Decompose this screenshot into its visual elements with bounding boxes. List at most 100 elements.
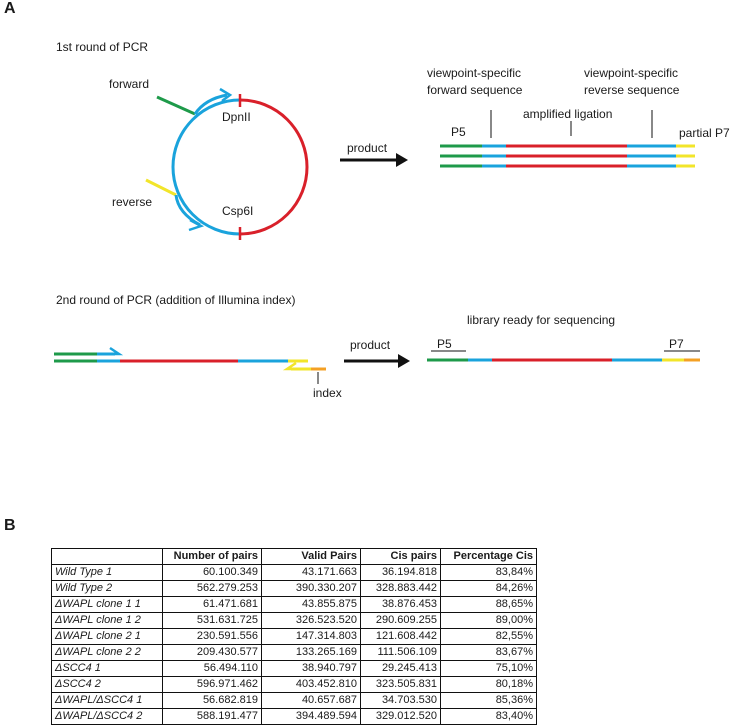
cis-pairs-cell: 121.608.442 — [360, 628, 441, 645]
forward-primer-tail — [156, 95, 196, 116]
number-of-pairs-cell: 56.494.110 — [162, 660, 262, 677]
percentage-cis-cell: 80,18% — [440, 676, 537, 693]
number-of-pairs-cell: 209.430.577 — [162, 644, 262, 661]
round2-top-strand — [54, 346, 124, 356]
round2-title: 2nd round of PCR (addition of Illumina i… — [56, 293, 296, 307]
table-row: ΔWAPL clone 1 1 61.471.681 43.855.875 38… — [51, 596, 537, 613]
number-of-pairs-cell: 60.100.349 — [162, 564, 262, 581]
percentage-cis-cell: 89,00% — [440, 612, 537, 629]
vp-reverse-label-line2: reverse sequence — [584, 83, 680, 97]
cis-pairs-cell: 38.876.453 — [360, 596, 441, 613]
percentage-cis-cell: 88,65% — [440, 596, 537, 613]
number-of-pairs-cell: 230.591.556 — [162, 628, 262, 645]
circle-blue-arc — [171, 98, 241, 236]
valid-pairs-cell: 326.523.520 — [261, 612, 361, 629]
percentage-cis-cell: 84,26% — [440, 580, 537, 597]
percentage-cis-cell: 83,84% — [440, 564, 537, 581]
number-of-pairs-cell: 531.631.725 — [162, 612, 262, 629]
p5-label-round1: P5 — [451, 125, 466, 139]
table-row: ΔWAPL clone 2 2 209.430.577 133.265.169 … — [51, 644, 537, 661]
cis-pairs-cell: 323.505.831 — [360, 676, 441, 693]
panel-a-letter: A — [4, 0, 16, 17]
header-cell: Percentage Cis — [440, 548, 537, 565]
number-of-pairs-cell: 596.971.462 — [162, 676, 262, 693]
sample-name-cell: ΔWAPL clone 1 1 — [51, 596, 163, 613]
sample-name-cell: ΔSCC4 2 — [51, 676, 163, 693]
round1-title: 1st round of PCR — [56, 40, 149, 54]
valid-pairs-cell: 40.657.687 — [261, 692, 361, 709]
cis-pairs-cell: 29.245.413 — [360, 660, 441, 677]
valid-pairs-cell: 147.314.803 — [261, 628, 361, 645]
sample-name-cell: Wild Type 1 — [51, 564, 163, 581]
sample-name-cell: ΔWAPL clone 1 2 — [51, 612, 163, 629]
cis-pairs-cell: 329.012.520 — [360, 708, 441, 725]
table-row: ΔWAPL/ΔSCC4 2 588.191.477 394.489.594 32… — [51, 708, 537, 725]
panel-b-letter: B — [4, 517, 16, 534]
number-of-pairs-cell: 56.682.819 — [162, 692, 262, 709]
vp-forward-label-line1: viewpoint-specific — [427, 66, 522, 80]
table-row: Wild Type 1 60.100.349 43.171.663 36.194… — [51, 564, 537, 581]
forward-primer-label: forward — [109, 77, 150, 91]
round2-reverse-arrowhead — [282, 361, 297, 371]
number-of-pairs-cell: 588.191.477 — [162, 708, 262, 725]
reverse-primer-label: reverse — [112, 195, 153, 209]
valid-pairs-cell: 403.452.810 — [261, 676, 361, 693]
header-cell: Number of pairs — [162, 548, 262, 565]
sequencing-stats-table: Number of pairs Valid Pairs Cis pairs Pe… — [51, 548, 537, 725]
percentage-cis-cell: 83,67% — [440, 644, 537, 661]
valid-pairs-cell: 390.330.207 — [261, 580, 361, 597]
round2-index-primer — [282, 361, 326, 371]
sample-name-cell: ΔWAPL clone 2 1 — [51, 628, 163, 645]
table-row: ΔWAPL clone 2 1 230.591.556 147.314.803 … — [51, 628, 537, 645]
valid-pairs-cell: 43.171.663 — [261, 564, 361, 581]
header-cell: Cis pairs — [360, 548, 441, 565]
p7-label: P7 — [669, 337, 684, 351]
sample-name-cell: ΔWAPL/ΔSCC4 1 — [51, 692, 163, 709]
table-row: ΔWAPL clone 1 2 531.631.725 326.523.520 … — [51, 612, 537, 629]
product-label-1: product — [347, 141, 388, 155]
header-cell: Valid Pairs — [261, 548, 361, 565]
forward-primer-arrowhead — [219, 87, 233, 102]
valid-pairs-cell: 394.489.594 — [261, 708, 361, 725]
product-label-2: product — [350, 338, 391, 352]
table-row: ΔSCC4 1 56.494.110 38.940.797 29.245.413… — [51, 660, 537, 677]
table-row: Wild Type 2 562.279.253 390.330.207 328.… — [51, 580, 537, 597]
reverse-primer-tail — [145, 178, 177, 197]
sample-name-cell: ΔWAPL clone 2 2 — [51, 644, 163, 661]
table-row: ΔWAPL/ΔSCC4 1 56.682.819 40.657.687 34.7… — [51, 692, 537, 709]
percentage-cis-cell: 82,55% — [440, 628, 537, 645]
valid-pairs-cell: 38.940.797 — [261, 660, 361, 677]
cis-pairs-cell: 290.609.255 — [360, 612, 441, 629]
sample-name-cell: Wild Type 2 — [51, 580, 163, 597]
sample-name-cell: ΔSCC4 1 — [51, 660, 163, 677]
sample-name-cell: ΔWAPL/ΔSCC4 2 — [51, 708, 163, 725]
table-row: ΔSCC4 2 596.971.462 403.452.810 323.505.… — [51, 676, 537, 693]
product-arrow-1-head — [396, 153, 408, 167]
cis-pairs-cell: 328.883.442 — [360, 580, 441, 597]
amplified-ligation-label: amplified ligation — [523, 107, 613, 121]
number-of-pairs-cell: 61.471.681 — [162, 596, 262, 613]
percentage-cis-cell: 83,40% — [440, 708, 537, 725]
cis-pairs-cell: 36.194.818 — [360, 564, 441, 581]
cis-pairs-cell: 34.703.530 — [360, 692, 441, 709]
round2-forward-arrowhead — [109, 346, 124, 356]
cis-pairs-cell: 111.506.109 — [360, 644, 441, 661]
csp6i-label: Csp6I — [222, 204, 254, 218]
index-label: index — [313, 386, 342, 400]
dpnii-label: DpnII — [222, 110, 251, 124]
product-arrow-2-head — [398, 354, 410, 368]
percentage-cis-cell: 75,10% — [440, 660, 537, 677]
percentage-cis-cell: 85,36% — [440, 692, 537, 709]
library-ready-label: library ready for sequencing — [467, 313, 616, 327]
circle-red-arc — [239, 98, 309, 236]
forward-primer-blue — [193, 93, 228, 115]
reverse-primer-arrowhead — [188, 218, 205, 232]
vp-reverse-label-line1: viewpoint-specific — [584, 66, 679, 80]
valid-pairs-cell: 133.265.169 — [261, 644, 361, 661]
p5-label-round2: P5 — [437, 337, 452, 351]
vp-forward-label-line2: forward sequence — [427, 83, 523, 97]
number-of-pairs-cell: 562.279.253 — [162, 580, 262, 597]
header-cell — [51, 548, 163, 565]
table-header-row: Number of pairs Valid Pairs Cis pairs Pe… — [51, 548, 537, 565]
